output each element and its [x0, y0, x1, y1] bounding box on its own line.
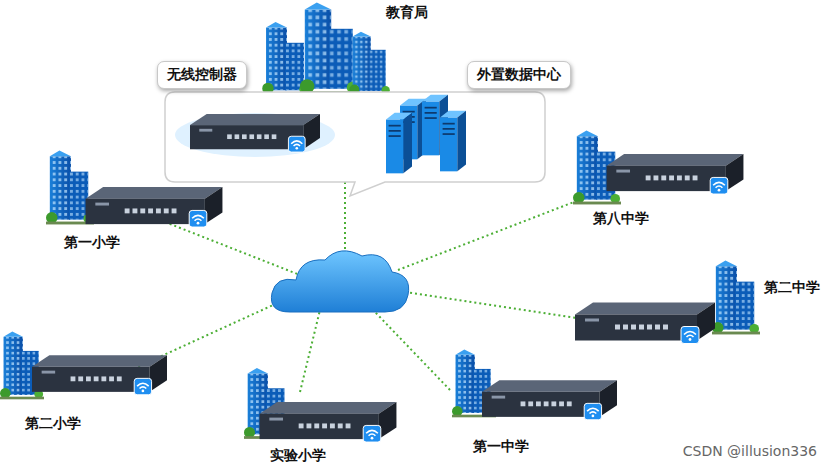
- site-label: 第一中学: [473, 438, 529, 456]
- callout-box: 外置数据中心: [467, 61, 571, 89]
- site-label: 第二小学: [25, 415, 81, 433]
- watermark: CSDN @illusion336: [683, 443, 817, 459]
- building-label: 教育局: [386, 4, 428, 22]
- node-text: 第二小学: [25, 415, 81, 433]
- node-text: 第八中学: [593, 210, 649, 228]
- node-text: 实验小学: [270, 447, 326, 465]
- site-label: 第八中学: [593, 210, 649, 228]
- site-label: 第一小学: [64, 234, 120, 252]
- site-label: 实验小学: [270, 447, 326, 465]
- node-text: 无线控制器: [167, 66, 237, 84]
- site-label: 第二中学: [764, 279, 820, 297]
- callout-box: 无线控制器: [157, 61, 247, 89]
- node-text: 第一中学: [473, 438, 529, 456]
- node-text: 外置数据中心: [477, 66, 561, 84]
- node-text: 第一小学: [64, 234, 120, 252]
- node-text: 第二中学: [764, 279, 820, 297]
